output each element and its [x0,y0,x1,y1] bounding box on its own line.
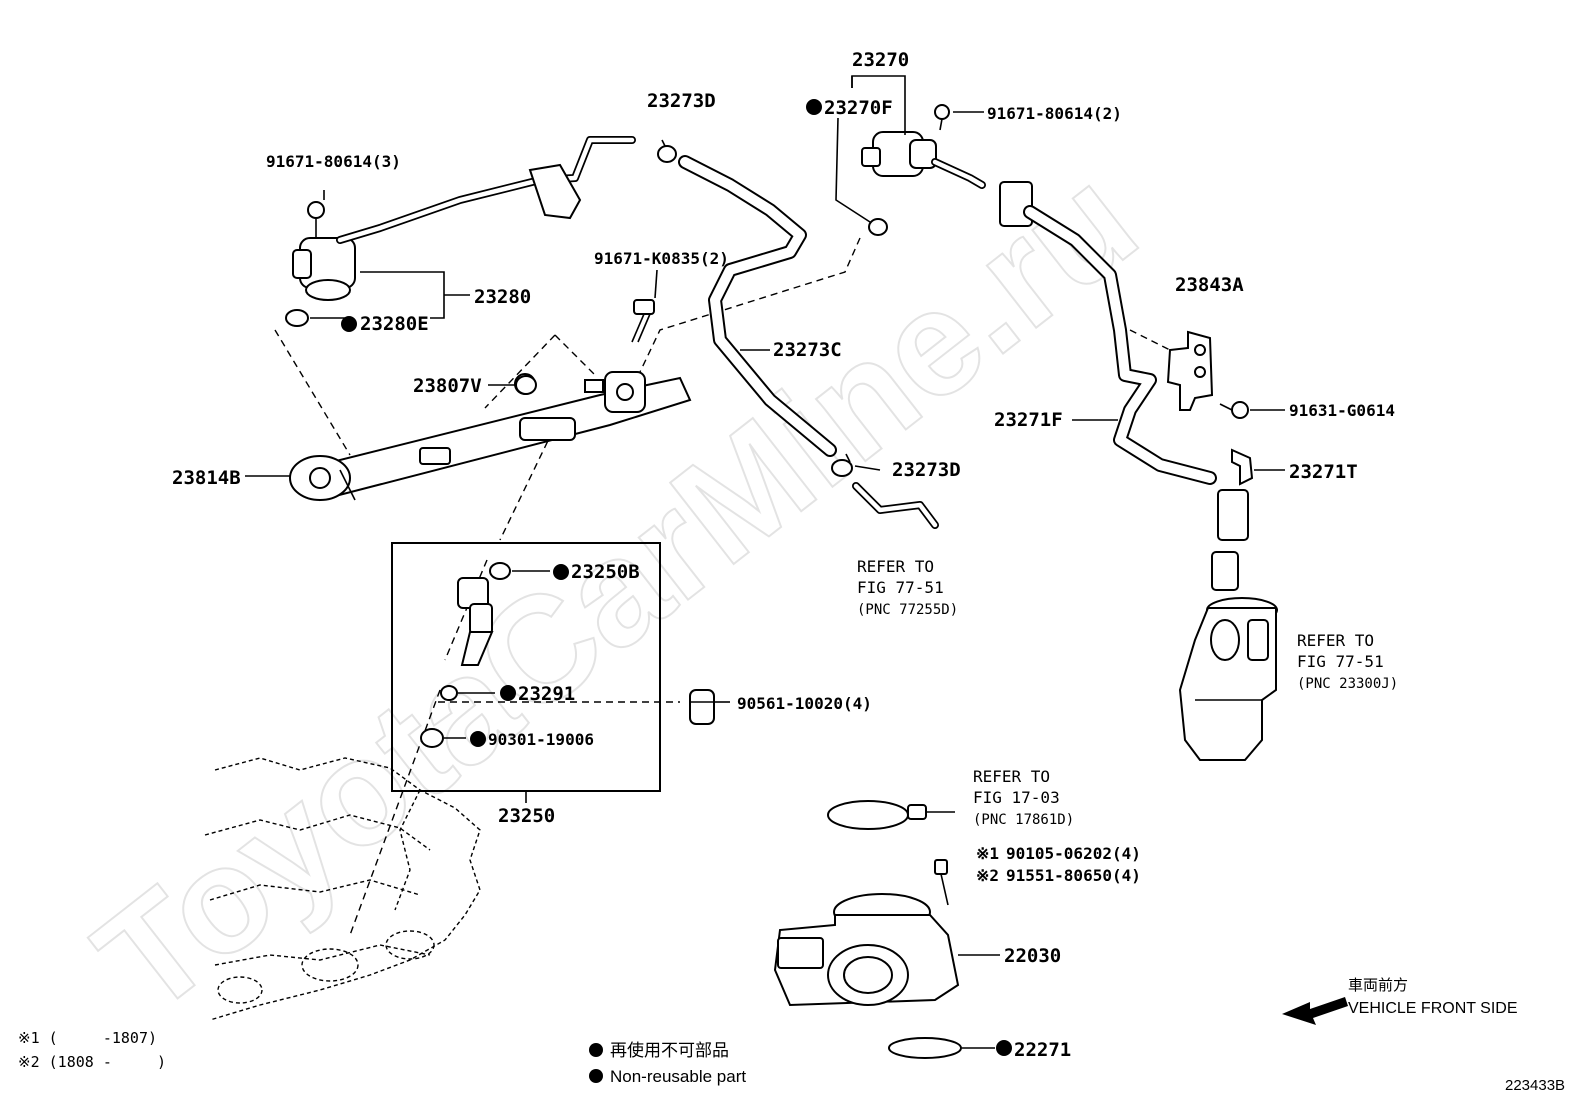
label-90105-06202-4: 90105-06202(4) [1006,844,1141,863]
label-23270: 23270 [852,49,909,71]
legend-english: Non-reusable part [610,1067,746,1086]
legend-japanese: 再使用不可部品 [610,1040,729,1060]
label-23273D-bottom: 23273D [892,459,961,481]
label-mark1: ※1 [976,844,999,863]
date-range-1: ※1 ( -1807) [18,1029,157,1047]
front-direction-arrow [1282,997,1348,1025]
o-ring-23250B [489,562,511,580]
label-23273C: 23273C [773,339,842,361]
ref2-line3: (PNC 23300J) [1297,676,1398,692]
bolt-90105-91551 [934,859,949,906]
fuel-pump-assembly [1178,551,1278,761]
gasket-22271 [888,1037,962,1059]
callout-labels: 23270 23270F 23273D 91671-80614(2) 91671… [172,49,1395,1061]
o-ring-90301-19006 [420,728,444,748]
ref3-line1: REFER TO [973,767,1050,786]
label-23291: 23291 [518,683,575,705]
ref2-line1: REFER TO [1297,631,1374,650]
ref3-line2: FIG 17-03 [973,788,1060,807]
reference-notes: REFER TO FIG 77-51 (PNC 77255D) REFER TO… [857,557,1398,828]
delivery-pipe-23814B [289,371,692,502]
solid-leaders [245,111,1285,1049]
bolt-91631-G0614 [1219,401,1249,419]
watermark: ToyotaCarMine.ru [66,135,1165,1046]
dashed-leaders [274,237,1171,936]
label-90561-10020-4: 90561-10020(4) [737,694,872,713]
vapor-hose-23271F [999,181,1217,485]
bracket-23843A [1166,330,1214,411]
ref1-line3: (PNC 77255D) [857,602,958,618]
hose-clamp [827,800,909,830]
engine-block-outline [204,757,481,1021]
insulator-23291 [440,685,458,701]
ref1-line2: FIG 77-51 [857,578,944,597]
label-23271F: 23271F [994,409,1063,431]
label-mark2: ※2 [976,866,999,885]
ref1-line1: REFER TO [857,557,934,576]
clip-23271T [1231,448,1254,486]
label-91551-80650-4: 91551-80650(4) [1006,866,1141,885]
clip-23273D-bottom [831,453,853,477]
o-ring-23270F [868,218,888,236]
pressure-regulator-23270 [861,104,986,189]
figure-code: 223433B [1505,1077,1565,1094]
pressure-damper-23280 [292,201,356,301]
label-22271: 22271 [1014,1039,1071,1061]
bolt-91671-K0835 [631,299,655,343]
throttle-body-22030 [773,893,960,1007]
clamp-screw [907,804,927,820]
grommet-23807V [515,375,537,395]
label-23250B: 23250B [571,561,640,583]
label-91671-K0835-2: 91671-K0835(2) [594,249,729,268]
label-91671-80614-2: 91671-80614(2) [987,104,1122,123]
leader-23270F [835,117,871,223]
fuel-tube-to-tank [852,482,939,529]
label-23280: 23280 [474,286,531,308]
front-english: VEHICLE FRONT SIDE [1348,1000,1518,1017]
label-23271T: 23271T [1289,461,1358,483]
fuel-hose-23273C [678,155,837,457]
non-reusable-markers [341,99,1012,1083]
label-91631-G0614: 91631-G0614 [1289,401,1395,420]
label-23273D-top: 23273D [647,90,716,112]
label-23807V: 23807V [413,375,482,397]
label-90301-19006: 90301-19006 [488,730,594,749]
label-23250: 23250 [498,805,555,827]
fuel-tube-upper [336,136,636,244]
hose-connector [1217,489,1249,541]
clip-23273D-top [657,139,677,163]
label-91671-80614-3: 91671-80614(3) [266,152,401,171]
label-23814B: 23814B [172,467,241,489]
o-ring-23280E [285,309,309,327]
label-23280E: 23280E [360,313,429,335]
label-23843A: 23843A [1175,274,1244,296]
label-22030: 22030 [1004,945,1061,967]
ref3-line3: (PNC 17861D) [973,812,1074,828]
date-range-2: ※2 (1808 - ) [18,1053,166,1071]
grommet-90561-10020 [689,689,715,725]
fuel-injector [457,577,494,666]
front-japanese: 車両前方 [1348,977,1408,994]
ref2-line2: FIG 77-51 [1297,652,1384,671]
label-23270F: 23270F [824,97,893,119]
footer-notes: ※1 ( -1807) ※2 (1808 - ) 再使用不可部品 Non-reu… [18,977,1565,1094]
